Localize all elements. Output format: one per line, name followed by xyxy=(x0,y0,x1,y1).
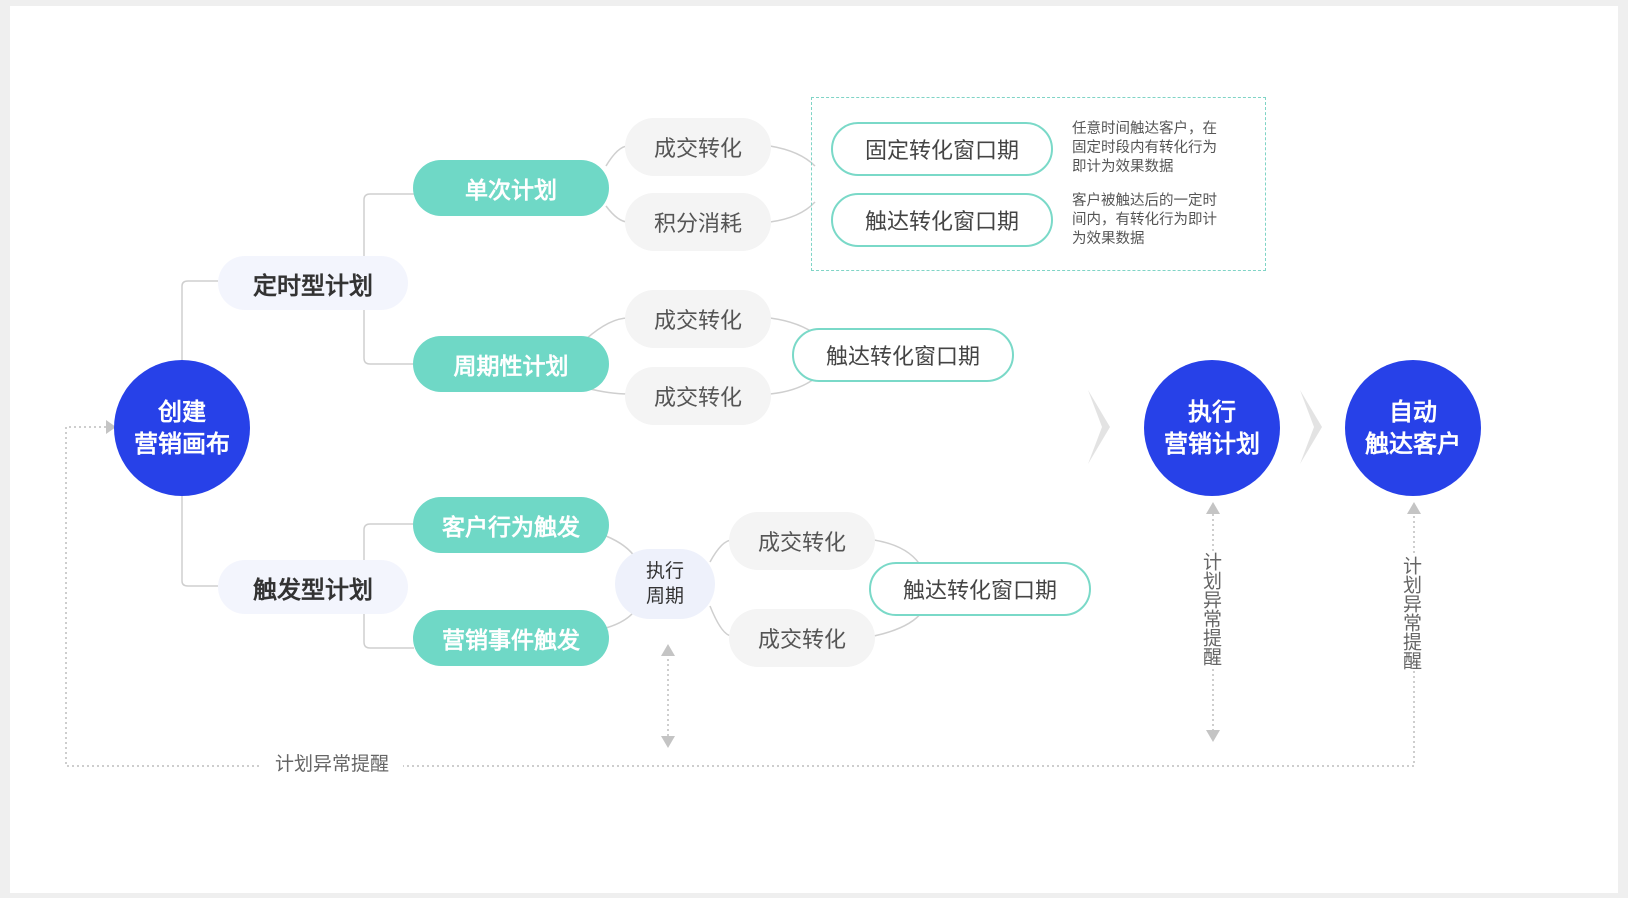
timed-plan-node: 定时型计划 xyxy=(218,256,408,310)
triggered-option-1: 成交转化 xyxy=(729,512,875,570)
periodic-window-node: 触达转化窗口期 xyxy=(792,328,1014,382)
auto-reach-line1: 自动 xyxy=(1389,398,1437,426)
arrow-cycle-up xyxy=(661,644,675,656)
execute-plan-line1: 执行 xyxy=(1188,398,1236,426)
create-canvas-line1: 创建 xyxy=(158,398,206,426)
bottom-alert-label: 计划异常提醒 xyxy=(261,749,404,776)
edge-timed-periodic xyxy=(363,282,414,365)
chevron-arrow-icon xyxy=(1088,390,1110,464)
reach-window-node: 触达转化窗口期 xyxy=(831,193,1053,247)
auto-reach-line2: 触达客户 xyxy=(1365,430,1461,458)
edge-opt2-box xyxy=(769,201,816,223)
arrow-execute-up xyxy=(1206,502,1220,514)
execute-plan-line2: 营销计划 xyxy=(1164,430,1260,458)
execution-cycle-line2: 周期 xyxy=(645,585,684,607)
arrow-cycle-down xyxy=(661,736,675,748)
diagram-canvas: 创建 营销画布 定时型计划 触发型计划 单次计划 周期性计划 客户行为触发 营销… xyxy=(10,6,1618,893)
auto-reach-node: 自动 触达客户 xyxy=(1345,360,1481,496)
arrow-execute-down xyxy=(1206,730,1220,742)
execution-cycle-line1: 执行 xyxy=(645,560,684,582)
conversion-window-box xyxy=(811,97,1266,271)
trigger-customer-behavior-node: 客户行为触发 xyxy=(413,497,609,553)
periodic-option-1: 成交转化 xyxy=(625,290,771,348)
edge-triggered-trigger2 xyxy=(363,586,414,649)
create-canvas-node: 创建 营销画布 xyxy=(114,360,250,496)
execution-cycle-node: 执行 周期 xyxy=(615,549,715,619)
fixed-window-node: 固定转化窗口期 xyxy=(831,122,1053,176)
arrow-into-start xyxy=(106,420,116,434)
edge-opt1-box xyxy=(769,145,816,167)
triggered-window-node: 触达转化窗口期 xyxy=(869,562,1091,616)
trigger-marketing-event-node: 营销事件触发 xyxy=(413,610,609,666)
periodic-option-2: 成交转化 xyxy=(625,367,771,425)
edge-start-triggered xyxy=(181,496,218,587)
auto-alert-label: 计划异常提醒 xyxy=(1400,556,1422,670)
arrow-auto-up xyxy=(1407,502,1421,514)
fixed-window-desc: 任意时间触达客户，在 固定时段内有转化行为 即计为效果数据 xyxy=(1072,121,1217,175)
triggered-option-2: 成交转化 xyxy=(729,609,875,667)
edge-periodic-opt1 xyxy=(585,317,629,340)
periodic-plan-node: 周期性计划 xyxy=(413,336,609,392)
create-canvas-line2: 营销画布 xyxy=(134,430,230,458)
single-plan-node: 单次计划 xyxy=(413,160,609,216)
single-option-deal: 成交转化 xyxy=(625,118,771,176)
reach-window-desc: 客户被触达后的一定时 间内，有转化行为即计 为效果数据 xyxy=(1072,193,1217,247)
chevron-arrow-icon xyxy=(1300,390,1322,464)
execute-alert-label: 计划异常提醒 xyxy=(1200,552,1222,666)
single-option-points: 积分消耗 xyxy=(625,193,771,251)
execute-plan-node: 执行 营销计划 xyxy=(1144,360,1280,496)
edge-start-timed xyxy=(181,280,218,361)
alert-loop-line xyxy=(65,426,1415,767)
triggered-plan-node: 触发型计划 xyxy=(218,560,408,614)
